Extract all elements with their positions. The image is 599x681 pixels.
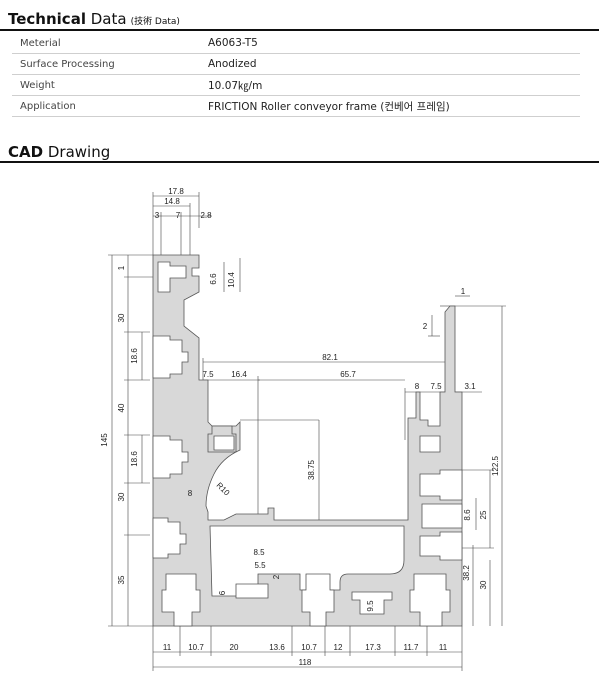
dim-1-top: 1 (117, 265, 126, 270)
dim-8b: 8 (188, 489, 193, 498)
dim-82-1: 82.1 (322, 353, 338, 362)
dim-30b: 30 (117, 492, 126, 501)
technical-data-title: Technical Data(技術 Data) (8, 10, 180, 31)
dim-30a: 30 (117, 313, 126, 322)
dim-b-20: 20 (230, 643, 239, 652)
dim-16-4: 16.4 (231, 370, 247, 379)
dim-35: 35 (117, 575, 126, 584)
dim-5-5: 5.5 (254, 561, 266, 570)
dim-9-5: 9.5 (366, 600, 375, 612)
dim-7: 7 (176, 211, 181, 220)
profile-slots (152, 261, 463, 627)
dim-8a: 8 (415, 382, 420, 391)
cad-title-bold: CAD (8, 143, 44, 161)
dim-30c: 30 (479, 580, 488, 589)
dim-b-118: 118 (299, 658, 312, 667)
dim-2-8: 2.8 (200, 211, 212, 220)
cad-title-rest: Drawing (43, 143, 111, 161)
dim-b-12: 12 (334, 643, 343, 652)
dim-122-5: 122.5 (491, 455, 500, 476)
dim-3-1: 3.1 (464, 382, 476, 391)
dim-145: 145 (100, 433, 109, 447)
spec-value: 10.07㎏/m (208, 74, 580, 96)
dim-25: 25 (479, 510, 488, 519)
dim-6: 6 (218, 590, 227, 595)
technical-divider (0, 29, 599, 31)
dim-3: 3 (155, 211, 160, 220)
dim-b-11a: 11 (163, 643, 172, 652)
spec-label: Weight (12, 74, 208, 96)
dim-17-8: 17.8 (168, 187, 184, 196)
dimension-labels: 17.8 14.8 3 7 2.8 1 6.6 10.4 30 18.6 145… (100, 187, 500, 667)
dim-b-11b: 11 (439, 643, 448, 652)
dim-7-5a: 7.5 (202, 370, 214, 379)
dim-b-13-6: 13.6 (269, 643, 285, 652)
cad-divider (0, 161, 599, 163)
spec-value: FRICTION Roller conveyor frame (컨베어 프레임) (208, 95, 580, 117)
dim-8-5: 8.5 (253, 548, 265, 557)
spec-value: A6063-T5 (208, 33, 580, 54)
dim-14-8: 14.8 (164, 197, 180, 206)
dim-10-4: 10.4 (227, 272, 236, 288)
dim-r10: R10 (215, 481, 232, 498)
spec-label: Meterial (12, 33, 208, 54)
dim-6-6: 6.6 (209, 273, 218, 285)
dim-2: 2 (423, 322, 428, 331)
dim-2b: 2 (272, 574, 281, 579)
spec-value: Anodized (208, 53, 580, 75)
dim-38-75: 38.75 (307, 459, 316, 480)
spec-label: Surface Processing (12, 53, 208, 75)
dim-18-6b: 18.6 (130, 451, 139, 467)
technical-title-rest: Data (85, 10, 127, 28)
technical-title-sub: (技術 Data) (130, 17, 180, 27)
spec-row: Application FRICTION Roller conveyor fra… (12, 95, 580, 117)
technical-title-bold: Technical (8, 10, 86, 28)
dim-38-2: 38.2 (462, 565, 471, 581)
dim-b-11-7: 11.7 (404, 643, 420, 652)
dim-7-5b: 7.5 (430, 382, 442, 391)
dim-40: 40 (117, 403, 126, 412)
profile-drawing: 17.8 14.8 3 7 2.8 1 6.6 10.4 30 18.6 145… (100, 187, 506, 671)
spec-table: Meterial A6063-T5 Surface Processing Ano… (12, 33, 580, 117)
dim-b-10-7a: 10.7 (188, 643, 204, 652)
spec-label: Application (12, 95, 208, 117)
cad-drawing-title: CAD Drawing (8, 143, 110, 161)
spec-row: Surface Processing Anodized (12, 53, 580, 75)
dim-b-17-3: 17.3 (365, 643, 381, 652)
dim-b-10-7b: 10.7 (301, 643, 317, 652)
spec-row: Weight 10.07㎏/m (12, 74, 580, 96)
dim-65-7: 65.7 (340, 370, 356, 379)
dim-1-right: 1 (461, 287, 466, 296)
dim-8-6: 8.6 (463, 509, 472, 521)
spec-row: Meterial A6063-T5 (12, 33, 580, 54)
dim-18-6a: 18.6 (130, 348, 139, 364)
